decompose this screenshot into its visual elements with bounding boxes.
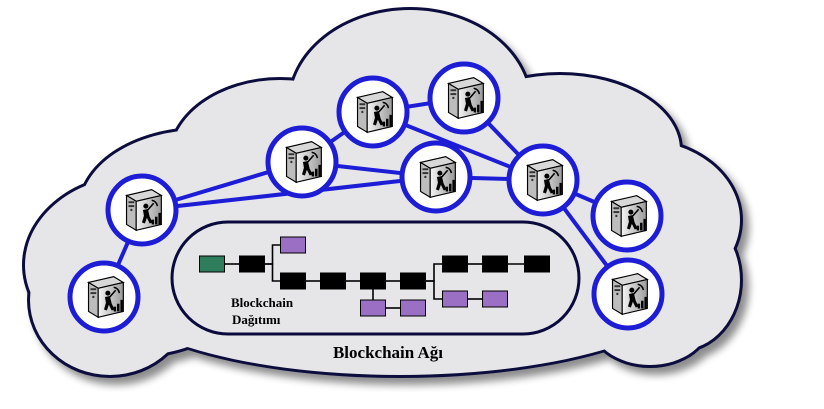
orphan-block (280, 236, 306, 254)
main-block (442, 255, 468, 273)
server-miner-icon (610, 194, 648, 238)
distribution-label-line1: Blockchain (231, 295, 294, 310)
miner-nodes (67, 61, 665, 334)
miner-node (591, 257, 665, 331)
main-block (320, 272, 346, 290)
chain-connector (425, 280, 443, 300)
main-block (482, 255, 508, 273)
chain-blocks (199, 236, 550, 317)
miner-node (265, 125, 339, 199)
main-block (280, 272, 306, 290)
server-miner-icon (356, 90, 394, 134)
miner-node (427, 61, 501, 135)
server-miner-icon (285, 140, 323, 184)
main-block (524, 255, 550, 273)
genesis-block (199, 255, 225, 273)
orphan-block (400, 299, 426, 317)
miner-node (506, 143, 580, 217)
main-block (400, 272, 426, 290)
distribution-label-line2: Dağıtımı (232, 312, 281, 327)
orphan-block (482, 290, 508, 308)
orphan-block (360, 299, 386, 317)
server-miner-icon (611, 272, 649, 316)
main-block (239, 255, 265, 273)
server-miner-icon (447, 76, 485, 120)
network-label: Blockchain Ağı (333, 343, 443, 362)
miner-node (105, 173, 179, 247)
server-miner-icon (87, 275, 125, 319)
miner-node (590, 179, 664, 253)
miner-node (336, 75, 410, 149)
server-miner-icon (419, 155, 457, 199)
miner-node (67, 260, 141, 334)
miner-node (399, 140, 473, 214)
server-miner-icon (526, 158, 564, 202)
orphan-block (442, 290, 468, 308)
server-miner-icon (125, 188, 163, 232)
chain-connector (264, 263, 281, 282)
main-block (360, 272, 386, 290)
